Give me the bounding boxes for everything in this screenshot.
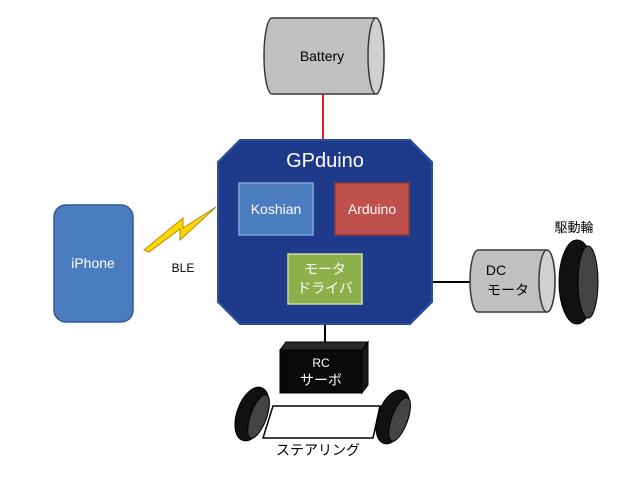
dc-motor-line1: DC <box>486 262 506 278</box>
steering-left-wheel <box>234 386 270 442</box>
dc-motor: DC モータ <box>469 249 556 313</box>
battery: Battery <box>263 17 385 95</box>
koshian-module: Koshian <box>238 182 314 236</box>
board-title: GPduino <box>286 150 364 172</box>
drive-wheel-label: 駆動輪 <box>554 220 593 235</box>
iphone: iPhone <box>53 204 134 323</box>
arduino-module: Arduino <box>334 182 410 236</box>
ble-lightning-icon: BLE <box>143 206 217 275</box>
motor-driver-line2: ドライバ <box>297 280 353 296</box>
motor-driver-line1: モータ <box>304 261 346 277</box>
rc-servo-line1: RC <box>312 356 330 370</box>
rc-servo: RC サーボ <box>279 340 369 395</box>
rc-servo-line2: サーボ <box>300 372 342 388</box>
koshian-label: Koshian <box>251 201 302 217</box>
motor-driver: モータ ドライバ <box>287 253 363 305</box>
iphone-label: iPhone <box>71 255 115 271</box>
battery-label: Battery <box>300 48 344 64</box>
drive-wheel: 駆動輪 <box>554 220 599 325</box>
dc-motor-line2: モータ <box>487 282 529 298</box>
steering-plate <box>261 405 381 439</box>
steering-label: ステアリング <box>276 442 360 458</box>
steering: ステアリング <box>234 386 411 458</box>
arduino-label: Arduino <box>348 201 396 217</box>
ble-label: BLE <box>172 261 195 275</box>
